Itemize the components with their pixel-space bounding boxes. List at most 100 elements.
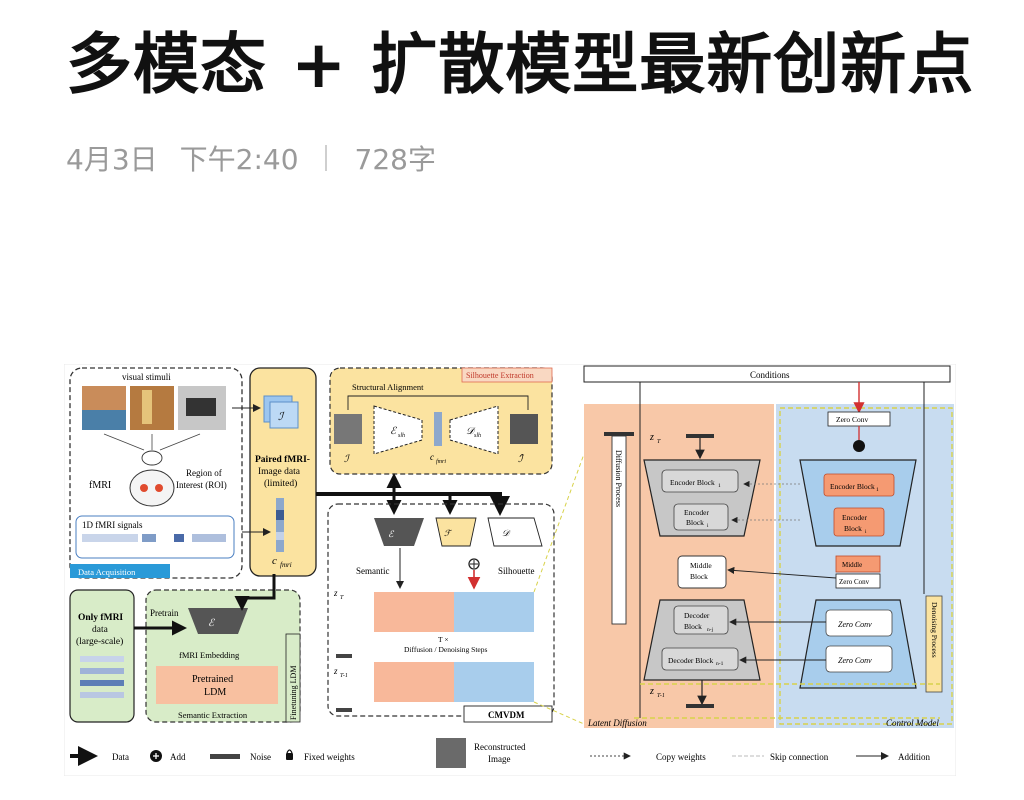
control-middle-block	[835, 555, 881, 573]
svg-text:Zero Conv: Zero Conv	[836, 415, 869, 424]
c-fmri-label: c	[272, 555, 277, 567]
word-count: 728字	[354, 143, 436, 176]
fmri-label: fMRI	[89, 480, 111, 491]
svg-text:ℰ: ℰ	[208, 618, 215, 629]
signals-label: 1D fMRI signals	[82, 520, 143, 530]
svg-text:z: z	[649, 686, 654, 697]
svg-text:i: i	[865, 529, 867, 535]
svg-text:1: 1	[876, 487, 879, 493]
silhouette-label: Silhouette	[498, 566, 535, 576]
svg-text:z: z	[649, 432, 654, 443]
svg-text:Block: Block	[690, 572, 708, 581]
semantic-extraction-label: Semantic Extraction	[178, 710, 248, 720]
legend-copy-weights: Copy weights	[656, 752, 706, 762]
reconstructed-image	[436, 738, 466, 768]
diffusion-process-label: Diffusion Process	[614, 450, 623, 507]
svg-text:Encoder: Encoder	[684, 508, 709, 517]
svg-text:Zero Conv: Zero Conv	[838, 656, 872, 665]
publish-date: 4月3日	[66, 143, 158, 176]
legend-skip-connection: Skip connection	[770, 752, 829, 762]
svg-text:CMVDM: CMVDM	[488, 710, 525, 720]
data-acquisition-tag	[70, 564, 170, 578]
silhouette-input-image	[334, 414, 362, 444]
roi-label-2: Interest (ROI)	[176, 480, 227, 490]
svg-text:ℱ: ℱ	[444, 528, 453, 538]
legend: Data Add Noise Fixed weights Copy weight…	[70, 746, 931, 766]
svg-text:ℰ: ℰ	[388, 529, 395, 539]
svg-text:LDM: LDM	[204, 687, 226, 698]
svg-text:n-j: n-j	[707, 627, 714, 633]
svg-text:T-1: T-1	[340, 673, 348, 679]
structural-alignment-label: Structural Alignment	[352, 382, 424, 392]
svg-text:data: data	[92, 625, 109, 635]
conditions-bar	[583, 365, 951, 383]
silhouette-tag	[461, 367, 553, 383]
silhouette-encoder	[373, 405, 423, 455]
decoder-block-nj	[673, 605, 729, 635]
svg-text:(large-scale): (large-scale)	[76, 636, 123, 647]
semantic-encoder	[374, 518, 424, 546]
architecture-figure[interactable]: visual stimuli fMRI Region of Interest (…	[63, 363, 957, 777]
zero-conv-1	[825, 609, 893, 637]
svg-text:ℰ: ℰ	[390, 426, 397, 437]
paired-label-1: Paired fMRI-	[255, 455, 310, 465]
legend-noise: Noise	[250, 752, 271, 762]
svg-text:𝒟: 𝒟	[466, 426, 476, 437]
control-encoder-block-1	[823, 473, 895, 497]
svg-text:Encoder: Encoder	[842, 513, 867, 522]
svg-text:T: T	[340, 595, 344, 601]
cmvdm-tag	[463, 705, 553, 723]
svg-text:Zero Conv: Zero Conv	[839, 578, 870, 586]
svg-text:z: z	[333, 666, 338, 676]
decoder-block-n1	[661, 647, 739, 671]
svg-text:ℐ: ℐ	[344, 454, 351, 465]
svg-text:Block: Block	[844, 524, 862, 533]
svg-text:Encoder Block: Encoder Block	[830, 482, 875, 491]
silhouette-decoder	[449, 405, 499, 455]
svg-text:Decoder Block: Decoder Block	[668, 656, 713, 665]
article-meta: 4月3日 下午2:40 728字	[66, 140, 436, 176]
publish-time: 下午2:40	[179, 143, 299, 176]
svg-text:fmri: fmri	[436, 458, 446, 465]
svg-text:ℐ: ℐ	[278, 411, 285, 423]
stimuli-box	[69, 367, 243, 579]
svg-text:1: 1	[718, 483, 721, 489]
svg-text:ℐ̂: ℐ̂	[518, 454, 525, 465]
finetuning-ldm-label: Finetuning LDM	[289, 666, 298, 720]
brain-icon	[129, 469, 175, 507]
legend-data: Data	[112, 752, 129, 762]
add-node-right	[853, 440, 865, 452]
paired-label-3: (limited)	[264, 478, 297, 489]
paired-label-2: Image data	[258, 467, 301, 477]
pretrained-ldm	[156, 666, 278, 704]
svg-text:i: i	[707, 523, 709, 529]
legend-noise-icon	[210, 754, 240, 759]
conditions-label: Conditions	[750, 370, 790, 380]
svg-text:Image: Image	[488, 754, 511, 764]
control-model-label: Control Model	[886, 718, 939, 728]
visual-stimuli-label: visual stimuli	[122, 372, 171, 382]
svg-text:T ×: T ×	[438, 635, 449, 644]
architecture-diagram: visual stimuli fMRI Region of Interest (…	[63, 363, 957, 777]
silhouette-output-image	[510, 414, 538, 444]
encoder-block-i	[673, 503, 729, 531]
svg-text:slh: slh	[398, 433, 405, 439]
only-fmri-label: Only fMRI	[78, 613, 123, 623]
svg-text:𝒟: 𝒟	[502, 528, 511, 538]
control-encoder-block-i	[833, 507, 885, 537]
eyes-icon	[141, 450, 163, 466]
svg-text:slh: slh	[474, 433, 481, 439]
fmri-embedding-label: fMRI Embedding	[179, 650, 240, 660]
middle-block	[677, 555, 727, 589]
legend-add: Add	[170, 752, 186, 762]
zero-conv-2	[825, 645, 893, 673]
svg-text:Data Acquisition: Data Acquisition	[78, 567, 136, 577]
article-title: 多模态 + 扩散模型最新创新点	[66, 26, 975, 103]
silhouette-decoder-2	[487, 517, 543, 547]
svg-text:Middle: Middle	[842, 561, 862, 569]
legend-lock-icon	[286, 753, 293, 760]
svg-text:n-1: n-1	[716, 661, 724, 667]
semantic-label: Semantic	[356, 566, 390, 576]
svg-text:Silhouette Extraction: Silhouette Extraction	[466, 371, 534, 380]
svg-text:c: c	[430, 452, 434, 462]
